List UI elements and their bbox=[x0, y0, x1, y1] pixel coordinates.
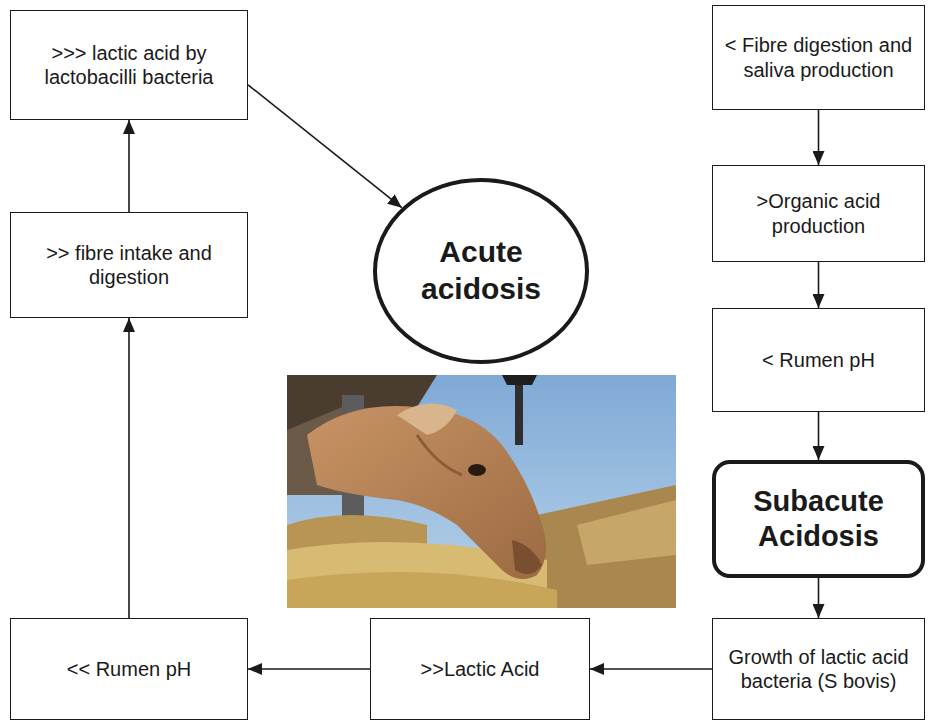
process-box: >>Lactic Acid bbox=[370, 618, 590, 720]
flow-arrow bbox=[248, 85, 402, 208]
flow-arrow bbox=[128, 318, 130, 618]
flow-arrow bbox=[818, 262, 820, 308]
process-box: < Fibre digestion and saliva production bbox=[712, 5, 925, 110]
flow-arrow bbox=[818, 578, 820, 618]
box-label: >Organic acid production bbox=[724, 189, 913, 238]
box-label: < Rumen pH bbox=[762, 348, 875, 372]
outcome-label: Acute acidosis bbox=[399, 234, 563, 307]
box-label: >> fibre intake and digestion bbox=[22, 241, 236, 290]
flow-arrow bbox=[590, 668, 712, 670]
box-label: << Rumen pH bbox=[67, 657, 192, 681]
outcome-circle: Acute acidosis bbox=[372, 177, 590, 365]
process-box: >Organic acid production bbox=[712, 165, 925, 262]
flow-arrow bbox=[128, 120, 130, 212]
process-box: >>> lactic acid by lactobacilli bacteria bbox=[10, 10, 248, 120]
box-label: Growth of lactic acid bacteria (S bovis) bbox=[724, 645, 913, 694]
outcome-box: Subacute Acidosis bbox=[712, 460, 925, 578]
outcome-label: Subacute Acidosis bbox=[726, 484, 911, 555]
box-label: >>> lactic acid by lactobacilli bacteria bbox=[22, 41, 236, 90]
box-label: >>Lactic Acid bbox=[421, 657, 540, 681]
process-box: Growth of lactic acid bacteria (S bovis) bbox=[712, 618, 925, 720]
flow-arrow bbox=[248, 668, 370, 670]
flow-arrow bbox=[818, 412, 820, 460]
process-box: < Rumen pH bbox=[712, 308, 925, 412]
process-box: << Rumen pH bbox=[10, 618, 248, 720]
flow-arrow bbox=[818, 110, 820, 165]
cow-photo bbox=[287, 375, 676, 608]
circle-outline bbox=[372, 177, 590, 365]
process-box: >> fibre intake and digestion bbox=[10, 212, 248, 318]
box-label: < Fibre digestion and saliva production bbox=[724, 33, 913, 82]
